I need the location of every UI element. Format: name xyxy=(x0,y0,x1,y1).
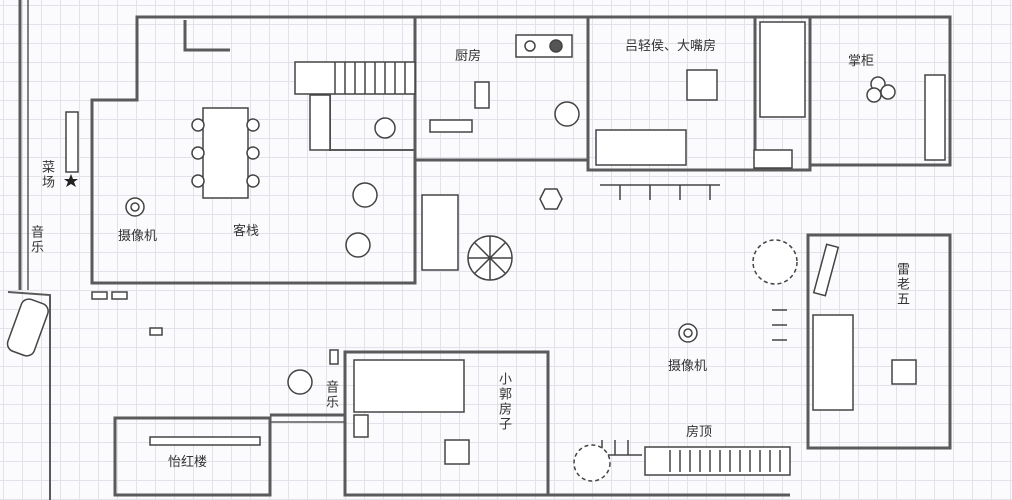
block xyxy=(149,327,163,336)
room-shopkeeper-walls xyxy=(808,15,952,167)
label-music-center: 音乐 xyxy=(323,380,338,410)
outdoor-table xyxy=(287,369,313,395)
stove-burner xyxy=(524,40,536,52)
label-yihonglou: 怡红楼 xyxy=(168,455,208,470)
camera-left-lens xyxy=(130,202,140,212)
inn-long-table xyxy=(202,107,249,199)
label-market: 菜场 xyxy=(39,160,54,190)
dresser xyxy=(753,149,793,169)
inn-table xyxy=(374,117,396,139)
star-icon xyxy=(64,174,78,187)
lv-room-table xyxy=(686,69,718,101)
chair xyxy=(246,174,260,188)
hexagon-column xyxy=(539,188,563,210)
label-music-left: 音乐 xyxy=(28,225,43,255)
kitchen-table xyxy=(554,101,580,127)
label-camera-center: 摄像机 xyxy=(668,359,708,374)
xiaoguo-bed xyxy=(353,359,465,413)
lv-room-bed xyxy=(595,129,687,166)
block xyxy=(329,349,339,365)
kitchen-cabinet xyxy=(474,81,490,109)
walls xyxy=(7,0,952,500)
chair xyxy=(191,146,205,160)
label-inn: 客栈 xyxy=(233,224,260,239)
room-lei-laowu-walls xyxy=(806,233,952,450)
label-camera-left: 摄像机 xyxy=(118,229,158,244)
chair xyxy=(191,174,205,188)
roof-stair-steps xyxy=(669,450,781,472)
fence xyxy=(772,309,787,341)
plant-icon xyxy=(752,239,798,285)
label-kitchen: 厨房 xyxy=(455,49,482,64)
plant-icon xyxy=(573,444,611,482)
label-shopkeeper: 掌柜 xyxy=(848,54,875,69)
shopkeeper-cabinet xyxy=(924,74,946,161)
label-roof: 房顶 xyxy=(686,425,713,440)
block xyxy=(91,291,108,300)
xiaoguo-cabinet xyxy=(353,414,369,438)
market-stall xyxy=(65,111,79,173)
inn-table xyxy=(345,232,371,258)
camera-center-lens xyxy=(683,328,693,338)
inn-table xyxy=(352,182,378,208)
lei-laowu-bench xyxy=(812,243,840,297)
chair xyxy=(191,118,205,132)
car-icon xyxy=(6,298,49,357)
label-lv-dazui-room: 吕轻侯、大嘴房 xyxy=(625,39,717,54)
lei-laowu-bed xyxy=(812,314,854,411)
outer-wall-lower-left xyxy=(7,291,51,500)
lei-laowu-table xyxy=(891,359,917,385)
shopkeeper-stool xyxy=(880,84,896,100)
room-yihonglou-walls xyxy=(113,416,272,497)
chair xyxy=(246,118,260,132)
chair xyxy=(246,146,260,160)
label-xiaoguo-room: 小郭房子 xyxy=(496,372,511,432)
furniture xyxy=(6,21,946,482)
railing xyxy=(601,440,642,456)
kitchen-counter xyxy=(429,119,473,133)
roof-stairs xyxy=(644,446,791,476)
spiral-steps xyxy=(468,236,512,280)
stair-steps xyxy=(334,62,406,94)
xiaoguo-table xyxy=(444,439,470,465)
dazui-bed xyxy=(759,21,806,118)
yihonglou-counter xyxy=(149,436,261,446)
label-lei-laowu: 雷老五 xyxy=(894,262,909,307)
wall-stair xyxy=(329,95,415,151)
wall-inn-inner xyxy=(183,20,230,52)
stove-burner xyxy=(549,39,563,53)
block xyxy=(111,291,128,300)
room-lv-dazui-walls xyxy=(586,15,812,172)
rope-ladder xyxy=(600,184,720,200)
bench xyxy=(421,194,459,271)
inn-stairs-lower xyxy=(309,94,331,151)
shopkeeper-stool xyxy=(866,87,882,103)
